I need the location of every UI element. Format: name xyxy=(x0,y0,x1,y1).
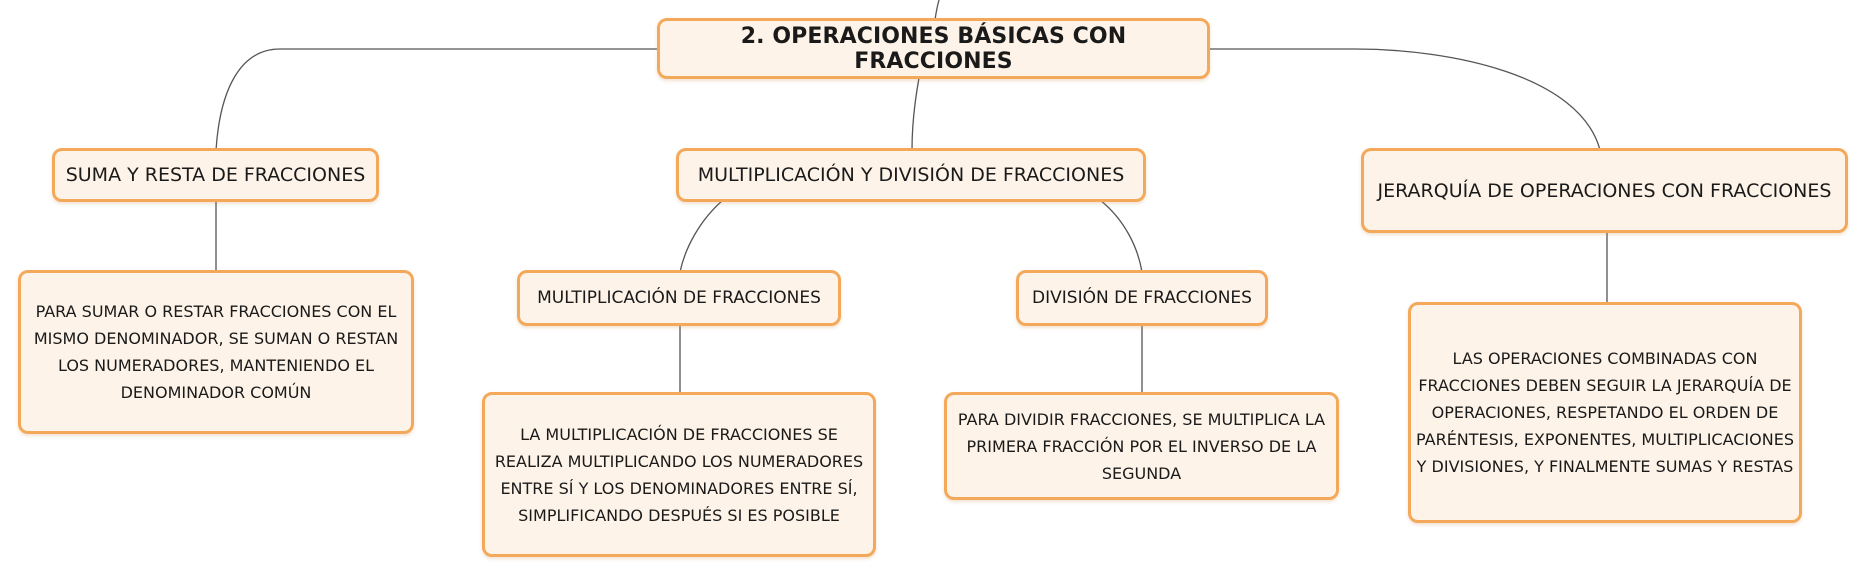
detail-division-text: PARA DIVIDIR FRACCIONES, SE MULTIPLICA L… xyxy=(957,409,1326,483)
detail-multiplicacion[interactable]: LA MULTIPLICACIÓN DE FRACCIONES SE REALI… xyxy=(482,392,876,557)
connector-root-to-jerarquia xyxy=(1208,48,1601,151)
topic-multiplicacion-division-label: MULTIPLICACIÓN Y DIVISIÓN DE FRACCIONES xyxy=(697,164,1125,186)
topic-jerarquia-label: JERARQUÍA DE OPERACIONES CON FRACCIONES xyxy=(1377,179,1832,202)
topic-multiplicacion[interactable]: MULTIPLICACIÓN DE FRACCIONES xyxy=(517,270,841,326)
topic-multiplicacion-division[interactable]: MULTIPLICACIÓN Y DIVISIÓN DE FRACCIONES xyxy=(676,148,1146,202)
connector-multdiv-to-mult xyxy=(679,199,724,273)
topic-jerarquia[interactable]: JERARQUÍA DE OPERACIONES CON FRACCIONES xyxy=(1361,148,1848,233)
connector-root-to-suma xyxy=(215,48,659,151)
topic-suma-resta-label: SUMA Y RESTA DE FRACCIONES xyxy=(65,164,366,186)
detail-suma-resta-text: PARA SUMAR O RESTAR FRACCIONES CON EL MI… xyxy=(33,302,399,402)
detail-jerarquia-text: LAS OPERACIONES COMBINADAS CON FRACCIONE… xyxy=(1416,349,1794,476)
topic-suma-resta[interactable]: SUMA Y RESTA DE FRACCIONES xyxy=(52,148,379,202)
detail-multiplicacion-text: LA MULTIPLICACIÓN DE FRACCIONES SE REALI… xyxy=(494,424,864,525)
detail-division[interactable]: PARA DIVIDIR FRACCIONES, SE MULTIPLICA L… xyxy=(944,392,1339,500)
detail-suma-resta[interactable]: PARA SUMAR O RESTAR FRACCIONES CON EL MI… xyxy=(18,270,414,434)
connector-multdiv-to-div xyxy=(1099,199,1143,273)
connector-root-to-multdiv xyxy=(911,77,920,151)
topic-multiplicacion-label: MULTIPLICACIÓN DE FRACCIONES xyxy=(537,288,821,308)
detail-jerarquia[interactable]: LAS OPERACIONES COMBINADAS CON FRACCIONE… xyxy=(1408,302,1802,523)
root-topic-label: 2. OPERACIONES BÁSICAS CON FRACCIONES xyxy=(740,23,1127,74)
connector-root-incoming xyxy=(934,0,940,21)
root-topic[interactable]: 2. OPERACIONES BÁSICAS CON FRACCIONES xyxy=(657,18,1210,79)
topic-division[interactable]: DIVISIÓN DE FRACCIONES xyxy=(1016,270,1268,326)
topic-division-label: DIVISIÓN DE FRACCIONES xyxy=(1032,288,1252,308)
